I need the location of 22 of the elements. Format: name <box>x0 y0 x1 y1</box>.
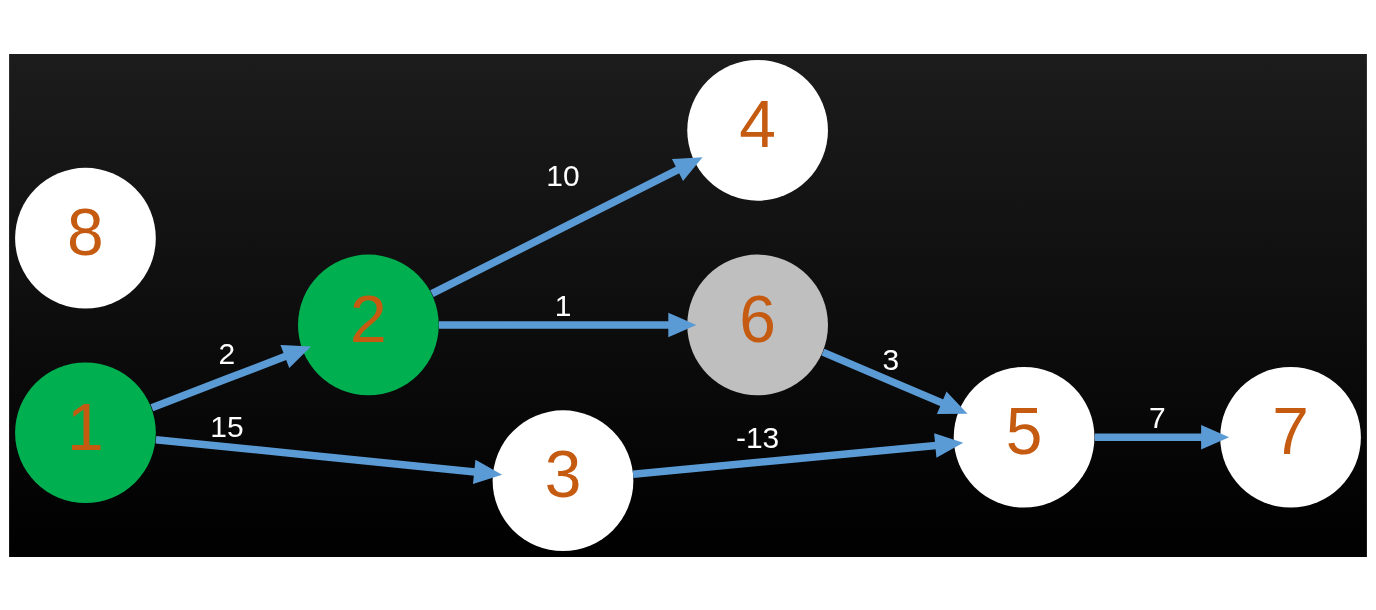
edge-label: -13 <box>735 420 780 454</box>
node-circle: 5 <box>953 366 1095 508</box>
node-circle: 2 <box>298 254 439 395</box>
node-circle: 4 <box>687 59 828 201</box>
edge-label: 10 <box>546 158 580 192</box>
node-circle: 8 <box>15 167 156 308</box>
arrow <box>438 312 697 337</box>
edge-label: 15 <box>210 409 244 443</box>
node-circle: 6 <box>687 254 828 395</box>
edge-label: 1 <box>554 288 572 322</box>
node-circle: 1 <box>15 361 156 503</box>
arrow <box>155 435 503 484</box>
edge-label: 2 <box>218 336 236 370</box>
arrow <box>150 344 312 411</box>
node-circle: 7 <box>1220 366 1361 508</box>
edge-label: 7 <box>1148 400 1166 434</box>
arrow <box>821 348 968 414</box>
arrow <box>632 432 964 478</box>
arrow <box>1094 424 1230 449</box>
arrow <box>430 156 703 297</box>
edge-label: 3 <box>882 342 900 376</box>
node-circle: 3 <box>492 409 634 551</box>
